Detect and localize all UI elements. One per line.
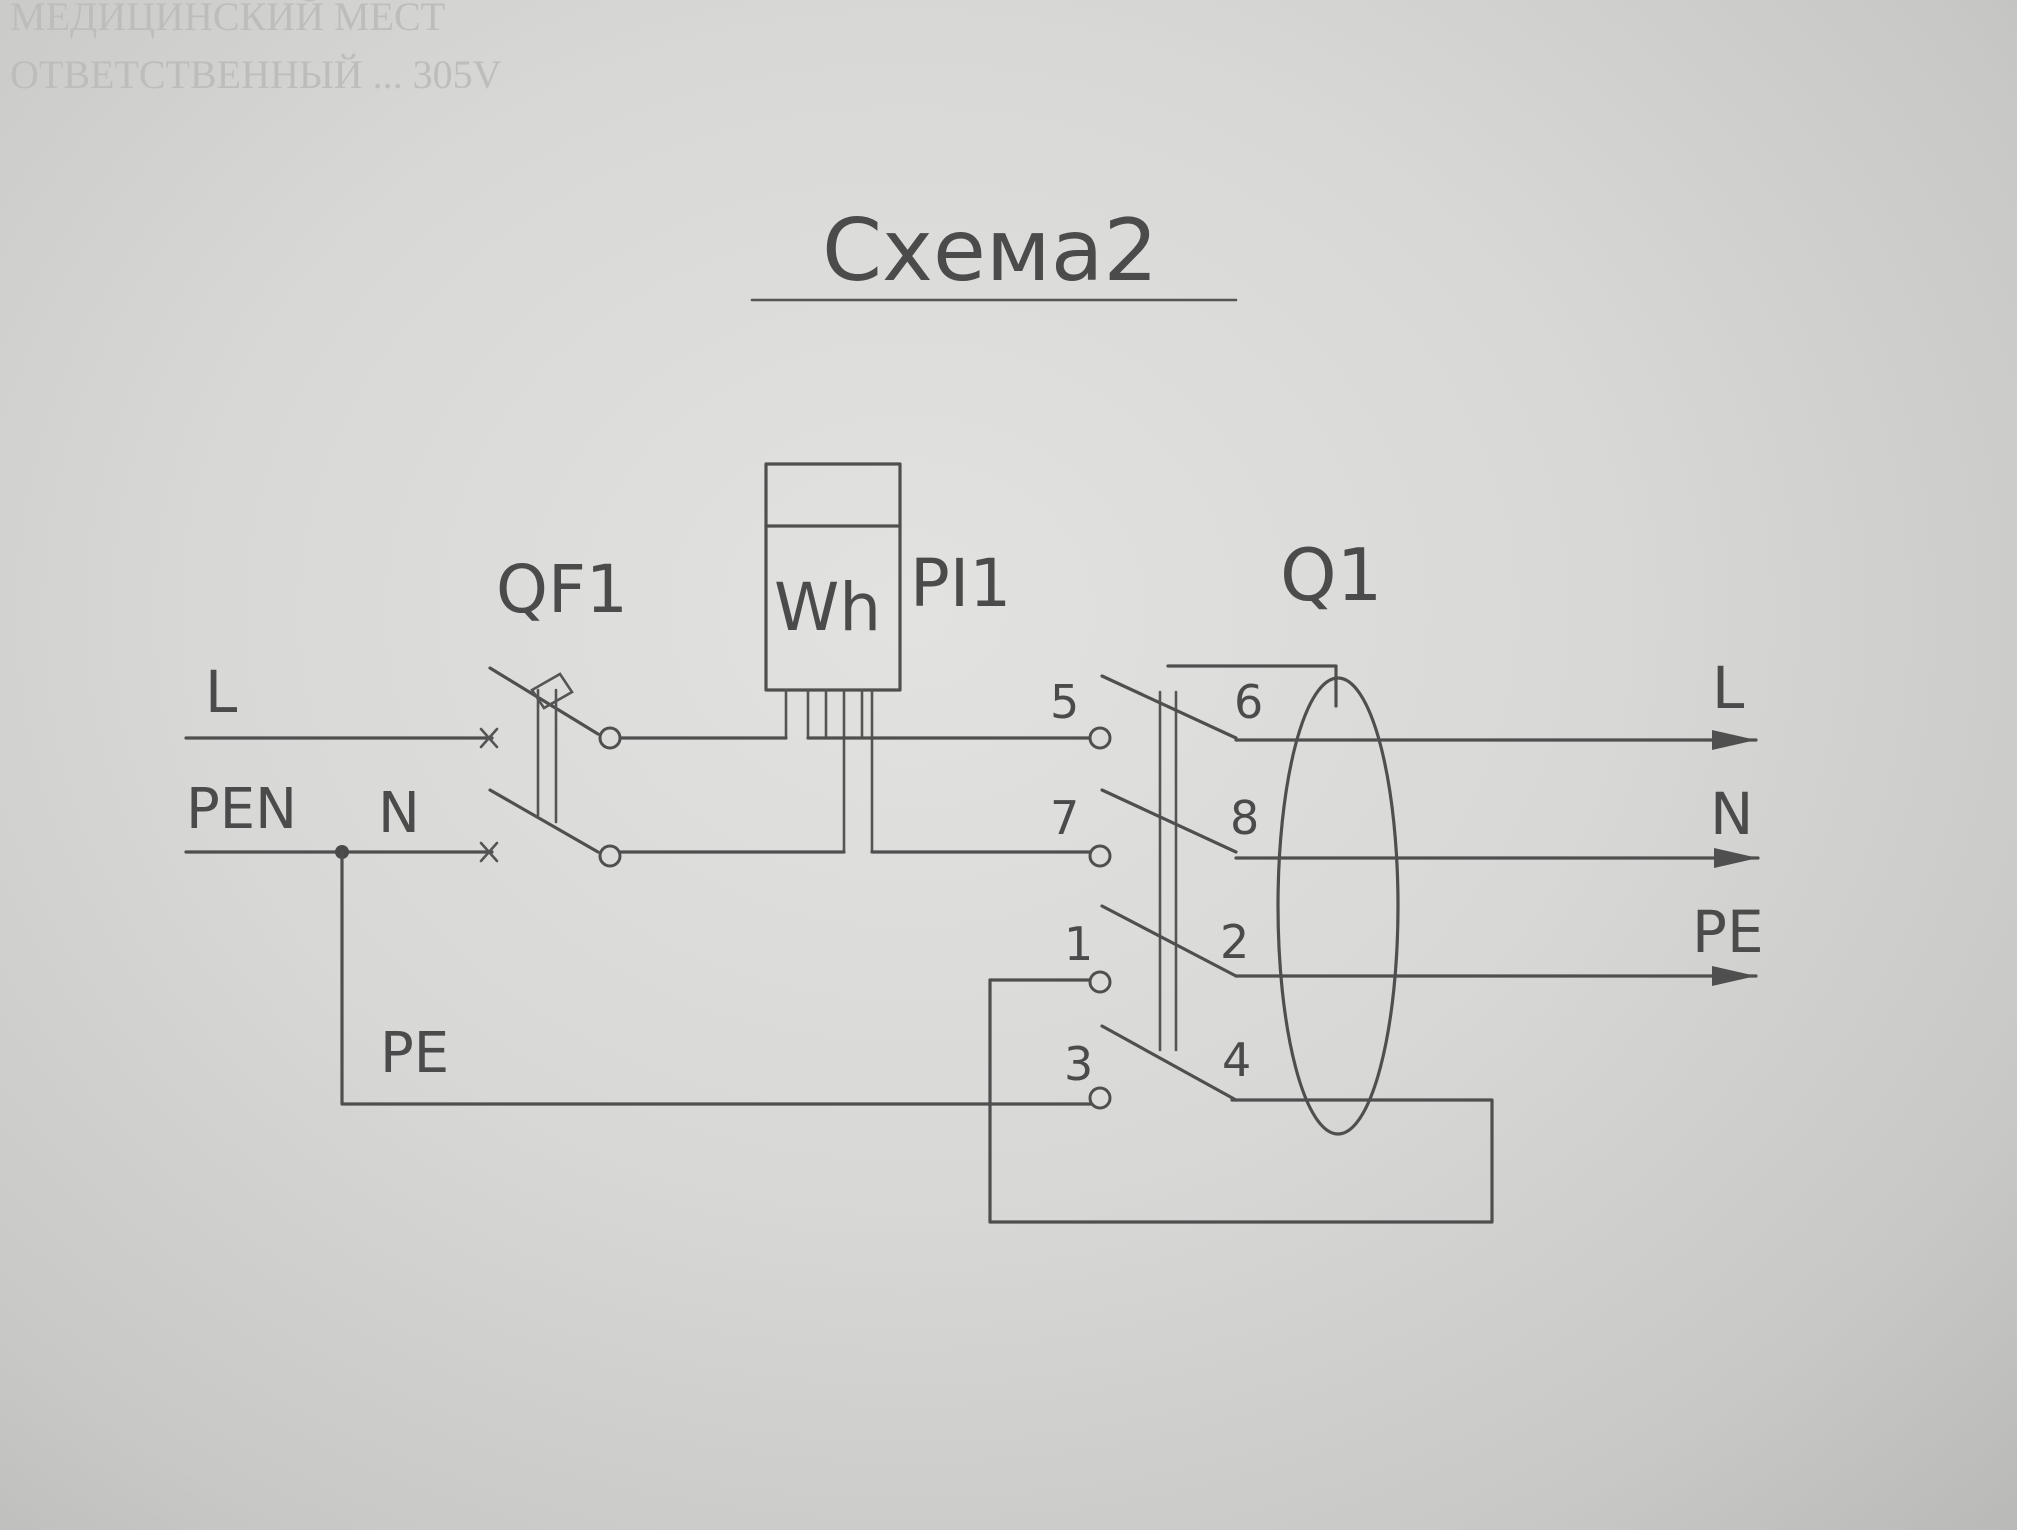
output-l-arrow	[1712, 730, 1756, 750]
meter-label: PI1	[910, 545, 1011, 622]
terminal-7-label: 7	[1050, 791, 1079, 845]
breaker-n-x-mark	[479, 841, 499, 863]
terminal-6-label: 6	[1234, 675, 1263, 729]
terminal-2-label: 2	[1220, 915, 1249, 969]
output-l-label: L	[1712, 654, 1744, 722]
input-pen-label: PEN	[186, 777, 297, 842]
breaker-l-x-mark	[479, 727, 499, 749]
breaker-label: QF1	[496, 551, 628, 628]
terminal-1-label: 1	[1064, 917, 1093, 971]
pe-branch-label: PE	[380, 1021, 449, 1086]
input-n-label: N	[378, 781, 420, 846]
terminal-5-label: 5	[1050, 675, 1079, 729]
output-n-label: N	[1710, 780, 1753, 848]
bleed-through-text-1: МЕДИЦИНСКИЙ МЕСТ	[10, 0, 445, 39]
terminal-4-label: 4	[1222, 1033, 1251, 1087]
bleed-through-text-2: ОТВЕТСТВЕННЫЙ ... 305V	[10, 52, 502, 97]
switch-q1	[1088, 664, 1400, 1136]
pe-loop-wire	[988, 978, 1494, 1224]
output-pe-arrow	[1712, 966, 1756, 986]
breaker-qf1	[488, 666, 622, 868]
output-pe-label: PE	[1692, 898, 1764, 966]
terminal-8-label: 8	[1230, 791, 1259, 845]
pe-branch-wire	[340, 850, 1098, 1106]
input-l-label: L	[205, 658, 237, 726]
meter-unit-label: Wh	[774, 569, 881, 646]
switch-label: Q1	[1280, 533, 1382, 617]
output-n-arrow	[1714, 848, 1758, 868]
meter-pi1	[764, 462, 902, 854]
diagram-title: Схема2	[822, 201, 1158, 301]
terminal-3-label: 3	[1064, 1037, 1093, 1091]
